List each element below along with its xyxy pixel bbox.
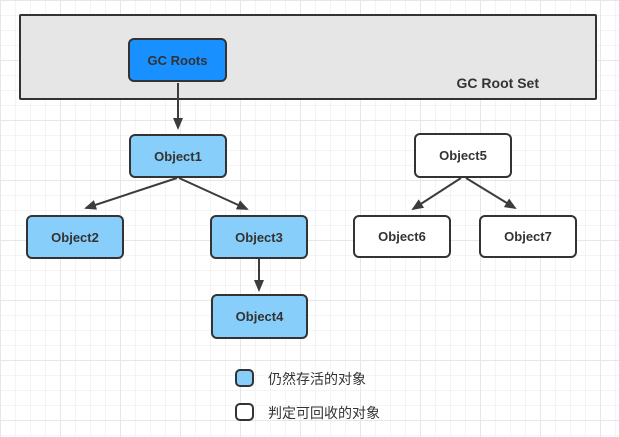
node-object4-label: Object4 bbox=[235, 309, 284, 324]
legend-label-recyclable: 判定可回收的对象 bbox=[268, 405, 380, 421]
node-object6: Object6 bbox=[353, 215, 451, 258]
node-object3: Object3 bbox=[210, 215, 308, 259]
node-object3-label: Object3 bbox=[235, 229, 283, 245]
node-gc-roots-label: GC Roots bbox=[147, 52, 208, 68]
legend-swatch-recyclable bbox=[235, 403, 254, 421]
edge-object1-object3 bbox=[178, 177, 249, 210]
node-object4: Object4 bbox=[211, 294, 308, 339]
node-object6-label: Object6 bbox=[378, 229, 426, 244]
gc-root-set-label: GC Root Set bbox=[456, 75, 539, 91]
node-object7: Object7 bbox=[479, 215, 577, 258]
legend-label-alive: 仍然存活的对象 bbox=[268, 371, 366, 387]
node-object2-label: Object2 bbox=[51, 229, 99, 245]
node-gc-roots: GC Roots bbox=[128, 38, 227, 82]
legend-swatch-alive bbox=[235, 369, 254, 387]
gc-root-set-box: GC Root Set bbox=[19, 14, 597, 100]
node-object7-label: Object7 bbox=[504, 229, 552, 244]
node-object1: Object1 bbox=[129, 134, 227, 178]
node-object1-label: Object1 bbox=[154, 148, 202, 164]
edge-object1-object2 bbox=[84, 177, 178, 210]
node-object5: Object5 bbox=[414, 133, 512, 178]
edge-object5-object6 bbox=[411, 177, 462, 211]
node-object2: Object2 bbox=[26, 215, 124, 259]
node-object5-label: Object5 bbox=[439, 148, 487, 163]
edge-object5-object7 bbox=[465, 177, 517, 210]
